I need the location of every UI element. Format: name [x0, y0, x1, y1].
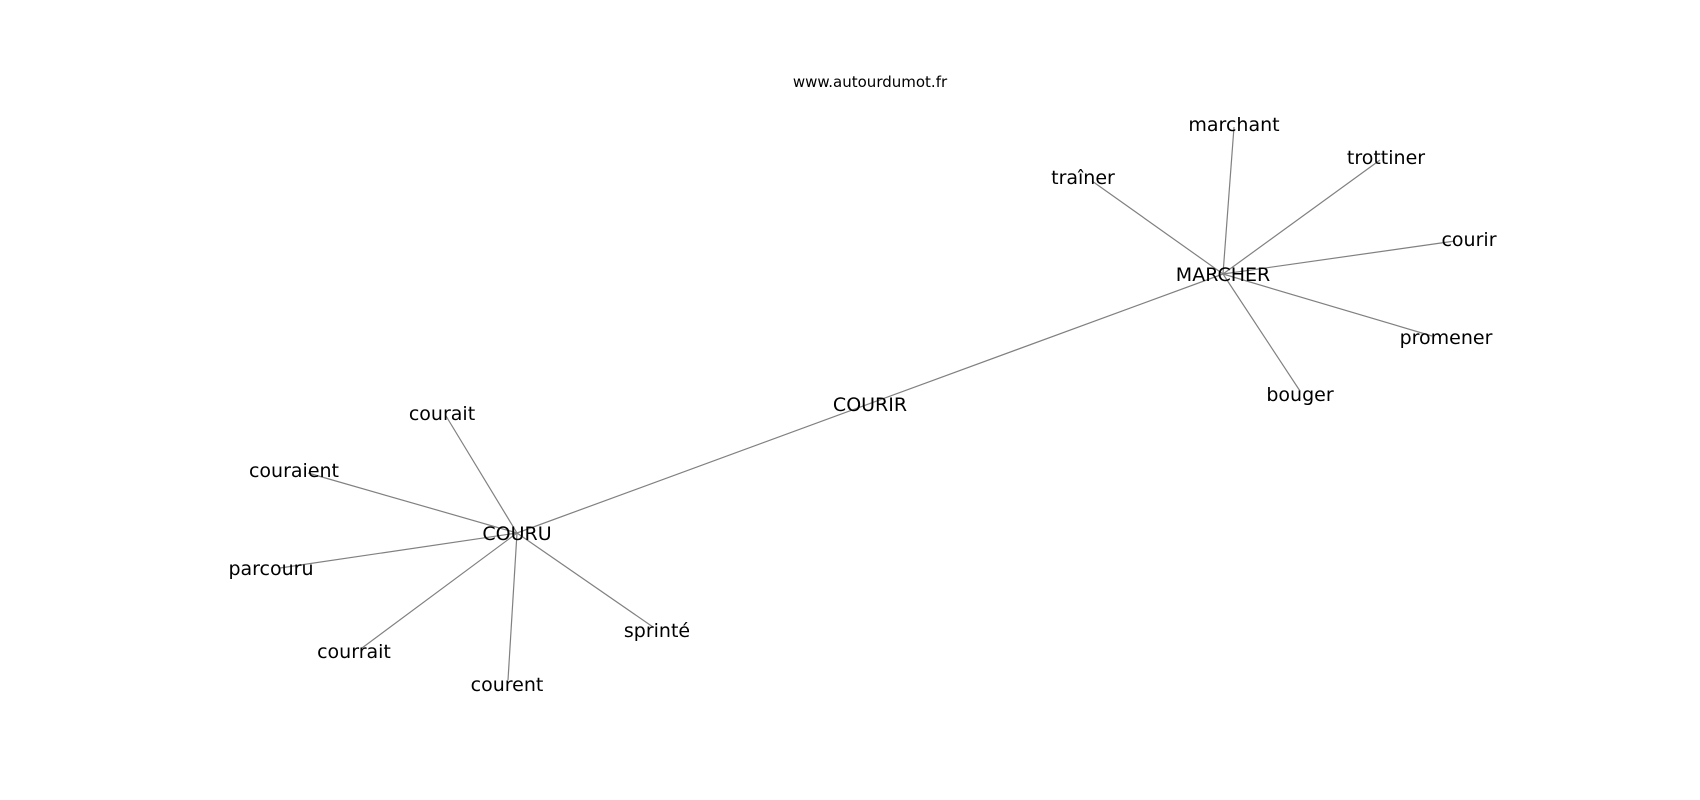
node-label-promener[interactable]: promener — [1400, 327, 1493, 349]
node-label-sprinte[interactable]: sprinté — [624, 620, 690, 642]
node-label-parcouru[interactable]: parcouru — [228, 558, 313, 580]
edge-marcher-promener — [1222, 273, 1433, 337]
edge-couru-parcouru — [279, 532, 518, 569]
watermark-text: www.autourdumot.fr — [793, 73, 948, 91]
node-label-marchant[interactable]: marchant — [1188, 114, 1279, 136]
node-label-couru[interactable]: COURU — [482, 523, 551, 545]
node-label-courrait[interactable]: courrait — [317, 641, 391, 663]
node-label-bouger[interactable]: bouger — [1266, 384, 1333, 406]
node-label-courent[interactable]: courent — [471, 674, 544, 696]
node-label-trainer[interactable]: traîner — [1051, 167, 1115, 189]
edge-couru-sprinte — [516, 532, 654, 628]
edge-marcher-bouger — [1222, 273, 1301, 392]
labels-layer: COURIR MARCHER COURU marchant trottiner traîn… — [228, 114, 1496, 696]
edge-marcher-trainer — [1091, 180, 1224, 275]
edge-couru-courrait — [361, 532, 518, 649]
node-label-courir[interactable]: courir — [1441, 229, 1496, 251]
edge-couru-couraient — [307, 472, 518, 534]
edge-marcher-courir — [1222, 240, 1456, 275]
edge-couru-marcher — [516, 273, 1224, 534]
edge-marcher-marchant — [1222, 126, 1235, 275]
edge-marcher-trottiner — [1222, 159, 1381, 275]
node-label-trottiner[interactable]: trottiner — [1347, 147, 1425, 169]
node-label-couraient[interactable]: couraient — [249, 460, 339, 482]
node-label-courir[interactable]: COURIR — [833, 394, 907, 416]
edges-layer — [279, 126, 1456, 681]
node-label-courait[interactable]: courait — [409, 403, 475, 425]
edge-couru-courait — [445, 415, 518, 534]
edge-couru-courent — [507, 532, 518, 681]
node-label-marcher[interactable]: MARCHER — [1176, 264, 1270, 286]
